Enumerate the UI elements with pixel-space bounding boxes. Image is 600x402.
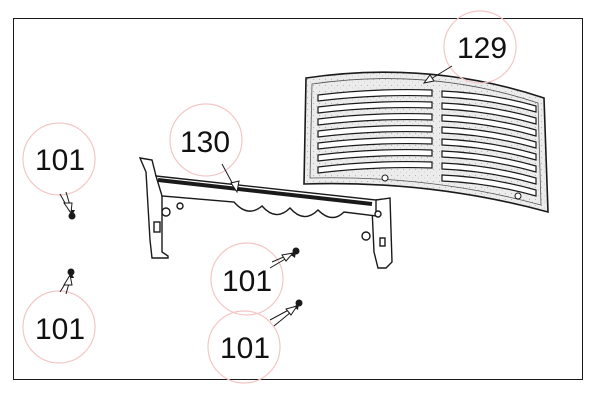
grille-panel (303, 71, 549, 214)
screw-icon-c (291, 247, 300, 258)
callout-label-101-b: 101 (35, 313, 85, 346)
callout-circle-101-c (210, 242, 284, 316)
callout-circle-101-d (207, 310, 281, 384)
callout-label-130: 130 (180, 126, 230, 159)
leader-130 (221, 163, 240, 194)
leader-101-b (59, 273, 73, 295)
callout-circle-129 (443, 10, 517, 84)
callout-circle-130 (169, 103, 243, 177)
leader-129 (422, 65, 453, 84)
callout-label-101-d: 101 (220, 332, 270, 365)
leader-101-d (269, 305, 299, 327)
mounting-bracket (138, 157, 393, 269)
callout-label-129: 129 (457, 32, 507, 65)
leader-101-c (269, 252, 295, 269)
callout-circle-101-a (22, 122, 96, 196)
callout-circle-101-b (22, 290, 96, 364)
callout-label-101-a: 101 (35, 144, 85, 177)
grille-slots (317, 88, 537, 197)
callout-label-101-c: 101 (222, 265, 272, 298)
leader-101-a (59, 191, 73, 215)
